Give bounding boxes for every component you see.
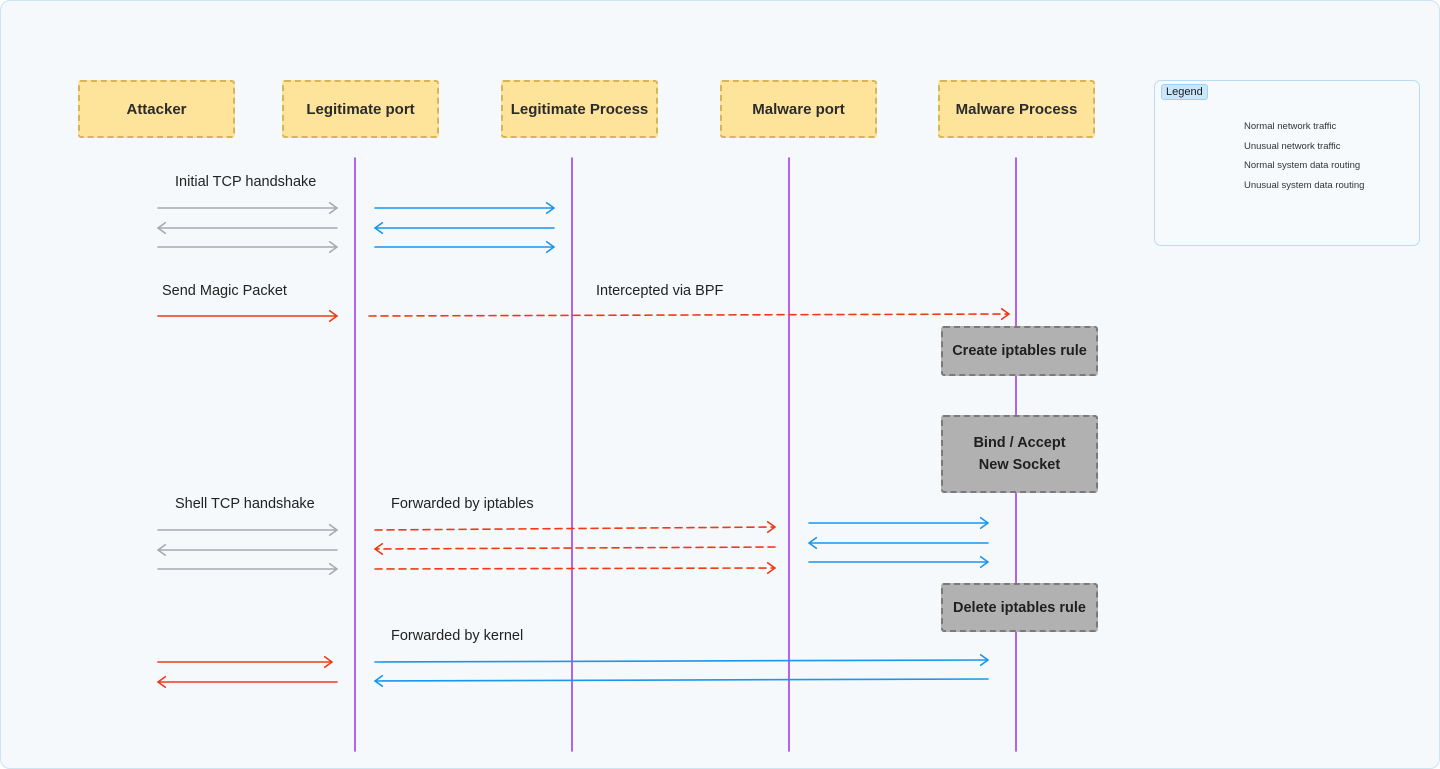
legend-label-unusual-system: Unusual system data routing — [1244, 180, 1365, 191]
arrow-iptables-ack — [374, 567, 776, 570]
arrow-intercepted-bpf — [368, 313, 1010, 317]
arrow-kernel-out-head — [157, 675, 167, 689]
actor-malware-port: Malware port — [720, 80, 877, 138]
arrow-magic-packet-head — [328, 309, 338, 323]
arrow-kernel-from-malware-head — [374, 674, 384, 688]
actor-legitimate-process: Legitimate Process — [501, 80, 658, 138]
actor-malware-process: Malware Process — [938, 80, 1095, 138]
arrow-legit-ack-head — [545, 240, 555, 254]
arrow-shell-synack-head — [157, 543, 167, 557]
actor-legitimate-port: Legitimate port — [282, 80, 439, 138]
step-bind-accept-socket: Bind / Accept New Socket — [941, 415, 1098, 493]
arrow-initial-synack-head — [157, 221, 167, 235]
arrow-legit-syn-head — [545, 201, 555, 215]
arrow-kernel-in-head — [323, 655, 333, 669]
arrow-initial-syn-head — [328, 201, 338, 215]
arrow-kernel-to-malware — [374, 659, 989, 663]
arrow-iptables-synack-head — [374, 542, 384, 555]
message-forwarded-by-kernel: Forwarded by kernel — [391, 628, 524, 644]
arrow-intercepted-bpf-head — [1000, 307, 1010, 321]
arrow-malware-syn-head — [979, 516, 989, 530]
arrow-iptables-syn — [374, 526, 776, 531]
step-create-iptables-rule: Create iptables rule — [941, 326, 1098, 376]
message-intercepted-via-bpf: Intercepted via BPF — [596, 283, 724, 299]
arrow-kernel-to-malware-head — [979, 653, 989, 667]
arrow-shell-syn-head — [328, 523, 338, 537]
arrow-malware-synack-head — [808, 536, 818, 550]
legend-label-normal-network: Normal network traffic — [1244, 121, 1337, 132]
message-shell-tcp-handshake: Shell TCP handshake — [175, 496, 315, 512]
arrow-initial-ack-head — [328, 240, 338, 254]
legend: Legend Normal network traffic Unusual ne… — [1154, 80, 1420, 246]
arrow-iptables-ack-head — [766, 561, 776, 575]
legend-title: Legend — [1161, 84, 1208, 100]
arrow-legit-synack-head — [374, 221, 384, 235]
arrow-kernel-from-malware — [374, 678, 989, 682]
arrow-shell-ack-head — [328, 562, 338, 576]
arrow-malware-ack-head — [979, 555, 989, 569]
legend-label-normal-system: Normal system data routing — [1244, 160, 1361, 171]
message-initial-tcp-handshake: Initial TCP handshake — [175, 174, 317, 190]
arrow-iptables-syn-head — [766, 521, 776, 534]
message-forwarded-by-iptables: Forwarded by iptables — [391, 496, 534, 512]
actor-attacker: Attacker — [78, 80, 235, 138]
message-send-magic-packet: Send Magic Packet — [162, 283, 287, 299]
arrow-iptables-synack — [374, 546, 776, 550]
legend-label-unusual-network: Unusual network traffic — [1244, 141, 1341, 152]
step-delete-iptables-rule: Delete iptables rule — [941, 583, 1098, 632]
